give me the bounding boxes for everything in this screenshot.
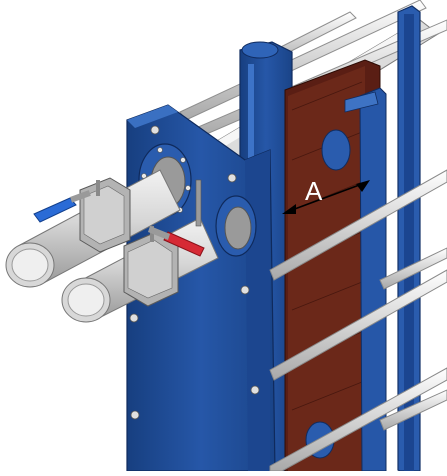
lower-tie-rods [269,169,447,472]
blue-valve-handle [33,190,91,223]
plate-pack [284,59,381,472]
lower-flange [215,195,257,257]
dimension-label-a: A [305,176,323,206]
column-rods [379,247,447,431]
upper-valve [79,177,131,253]
lower-valve [123,179,202,307]
red-valve-handle [148,226,205,257]
dimension-a: A [282,176,370,214]
